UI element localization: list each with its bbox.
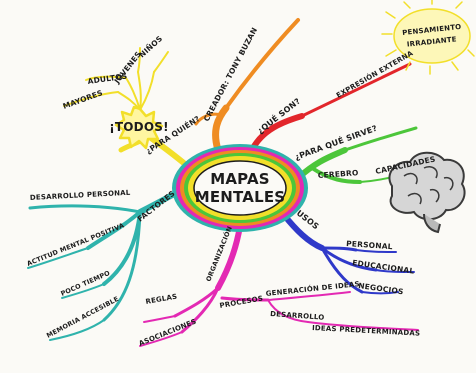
- branch-que-son: [249, 62, 412, 153]
- label-expresion-externa: EXPRESIÓN EXTERNA: [335, 48, 415, 100]
- center-node: MAPAS MENTALES: [172, 144, 308, 232]
- center-title-line2: MENTALES: [195, 188, 286, 206]
- label-ideas-predeterminadas: IDEAS PREDETERMINADAS: [312, 324, 421, 338]
- center-title-line1: MAPAS: [210, 170, 270, 188]
- label-actitud-mental-positiva: ACTITUD MENTAL POSITIVA: [26, 221, 126, 267]
- label-educacional: EDUCACIONAL: [352, 258, 415, 276]
- label-desarrollo-personal: DESARROLLO PERSONAL: [30, 189, 131, 202]
- label-organizacion: ORGANIZACIÓN: [204, 225, 234, 283]
- todos-label: ¡TODOS!: [109, 120, 169, 134]
- label-procesos: PROCESOS: [219, 294, 264, 310]
- branch-creador: [194, 18, 300, 154]
- brain-icon: [388, 151, 466, 234]
- label-personal: PERSONAL: [346, 239, 393, 251]
- label-reglas: REGLAS: [145, 293, 178, 306]
- label-mayores: MAYORES: [62, 88, 104, 111]
- todos-burst: ¡TODOS!: [109, 105, 169, 150]
- branch-organizacion: [139, 223, 419, 347]
- label-cerebro: CEREBRO: [318, 168, 359, 180]
- label-ninos: NIÑOS: [137, 34, 164, 60]
- label-factores: FACTORES: [136, 189, 177, 224]
- branch-factores: [27, 185, 189, 341]
- sun-icon: PENSAMIENTO IRRADIANTE: [381, 0, 475, 75]
- label-desarrollo: DESARROLLO: [270, 310, 325, 322]
